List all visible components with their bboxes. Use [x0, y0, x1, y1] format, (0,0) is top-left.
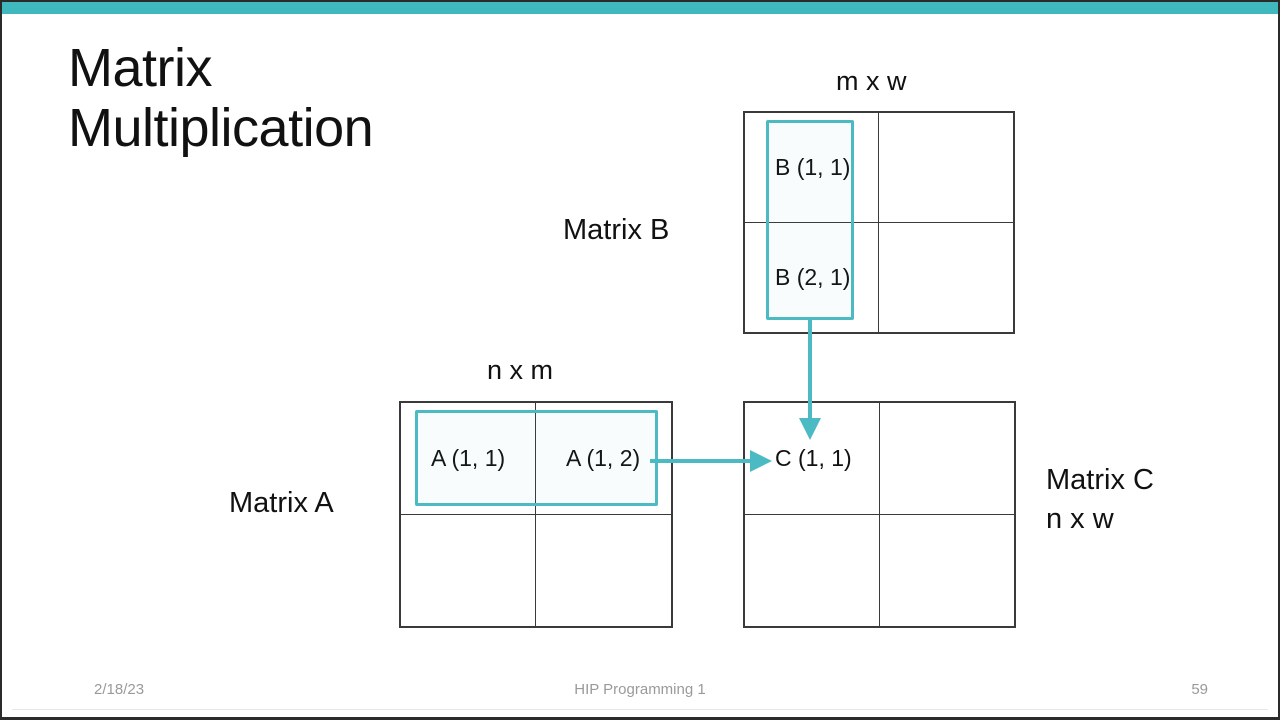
matrix-b-cell-2-2[interactable] [879, 223, 1013, 333]
matrix-c-cell-2-1[interactable] [745, 514, 880, 626]
matrix-a-cell-1-2[interactable]: A (1, 2) [536, 403, 671, 515]
footer-date: 2/18/23 [94, 681, 145, 698]
footer-divider [12, 709, 1268, 710]
matrix-c-cell-1-2[interactable] [879, 403, 1014, 515]
slide-left-border [0, 0, 2, 720]
matrix-a-cell-1-1[interactable]: A (1, 1) [401, 403, 536, 515]
slide-right-border [1278, 0, 1280, 720]
footer-page-number: 59 [1191, 681, 1208, 698]
matrix-b-cell-2-1[interactable]: B (2, 1) [745, 222, 879, 332]
matrix-b-cell-1-2[interactable] [879, 113, 1013, 223]
matrix-b-dimension-label: m x w [836, 66, 907, 96]
matrix-a-grid: A (1, 1) A (1, 2) [399, 401, 673, 628]
matrix-c-cell-1-1[interactable]: C (1, 1) [745, 403, 880, 515]
matrix-c-grid: C (1, 1) [743, 401, 1016, 628]
arrow-b-to-c-icon [799, 318, 821, 440]
matrix-c-name-label: Matrix C n x w [1046, 464, 1154, 535]
matrix-b-cell-1-1[interactable]: B (1, 1) [745, 113, 879, 223]
slide-bottom-border [0, 717, 1280, 720]
matrix-a-cell-2-1[interactable] [401, 514, 536, 626]
matrix-a-name-label: Matrix A [229, 487, 334, 519]
arrow-a-to-c-icon [650, 450, 772, 472]
slide-top-border [0, 0, 1280, 2]
accent-bar [2, 2, 1278, 14]
matrix-a-dimension-label: n x m [487, 355, 554, 385]
matrix-b-name-label: Matrix B [563, 214, 670, 246]
slide-title: Matrix Multiplication [68, 38, 374, 159]
matrix-b-grid: B (1, 1) B (2, 1) [743, 111, 1015, 334]
matrix-a-cell-2-2[interactable] [536, 515, 671, 627]
footer-deck-title: HIP Programming 1 [574, 681, 706, 698]
matrix-c-cell-2-2[interactable] [880, 515, 1015, 627]
